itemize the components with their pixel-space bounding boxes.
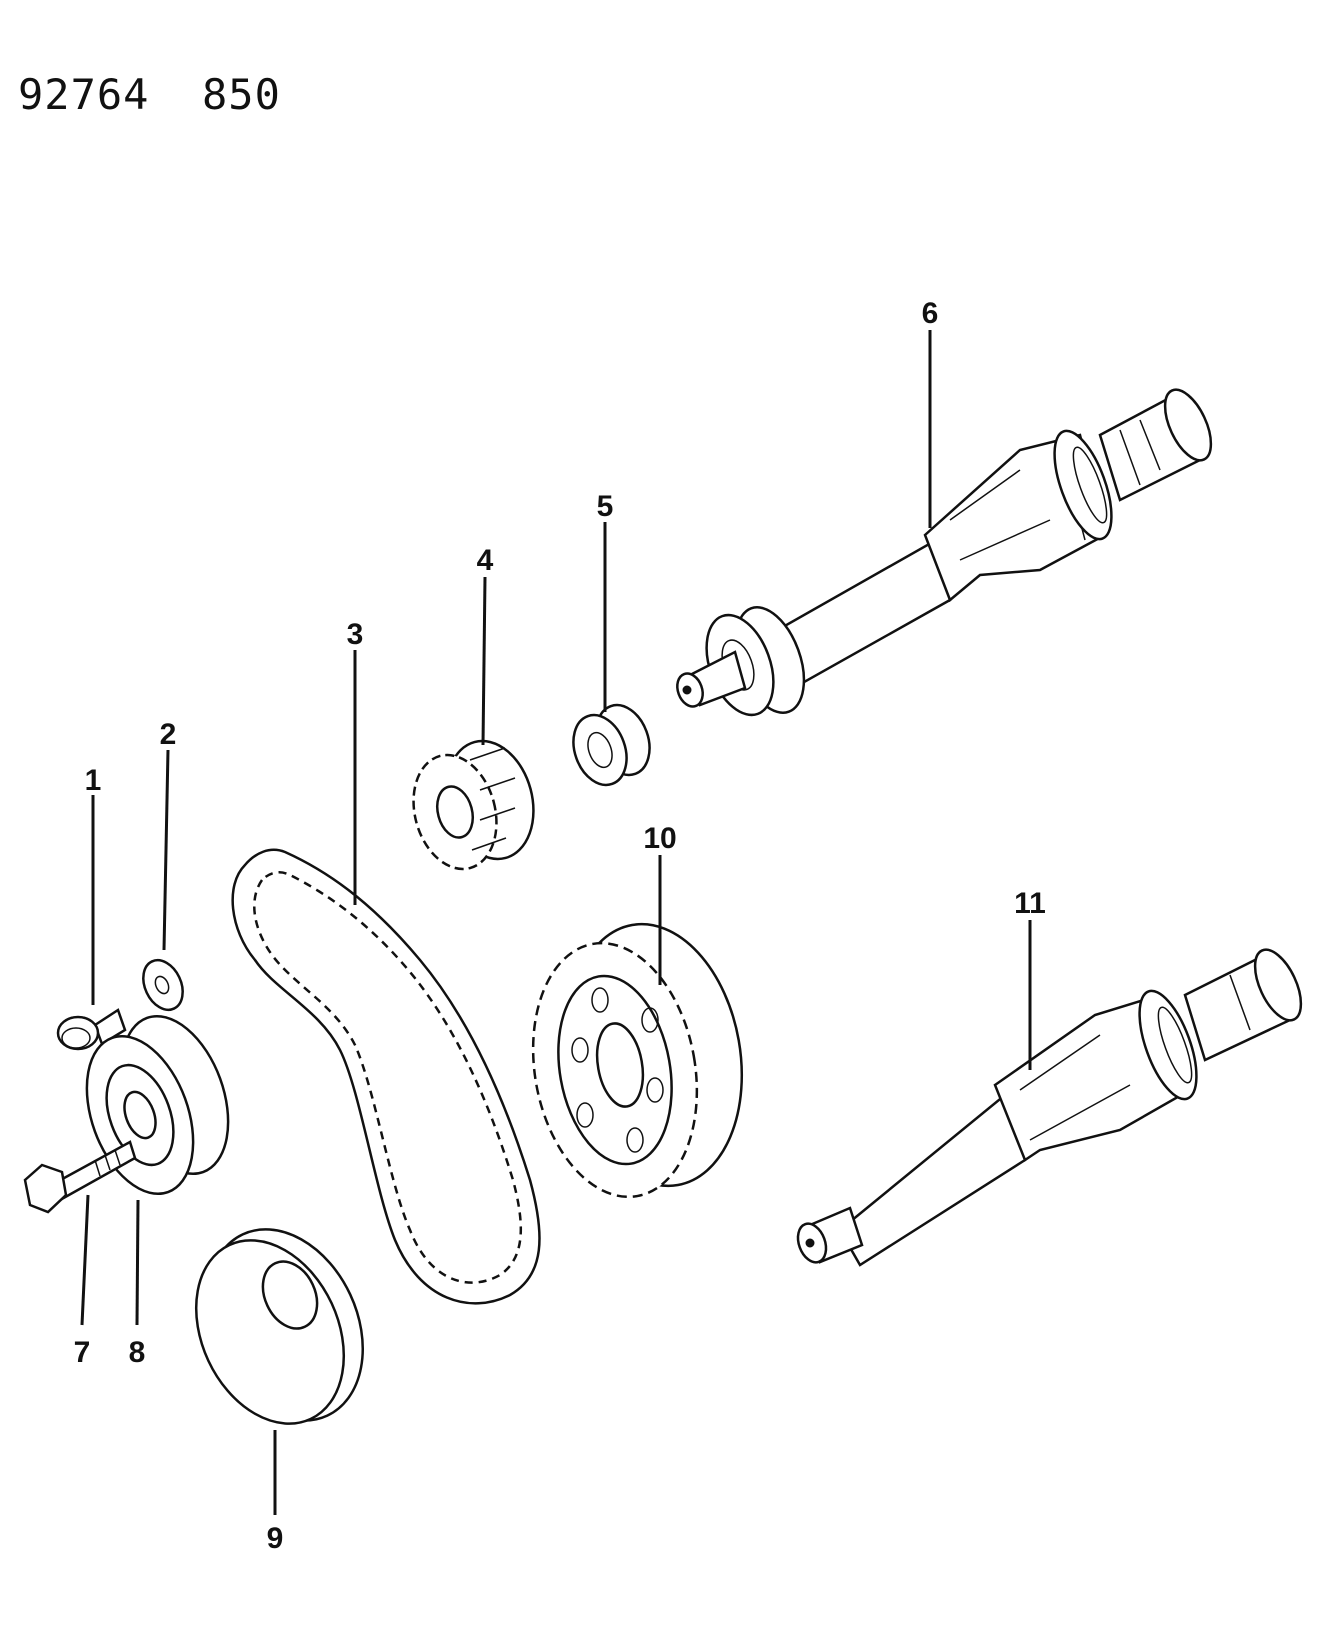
leader-lines bbox=[80, 330, 1032, 1515]
part-1-bolt[interactable] bbox=[56, 1008, 127, 1051]
callout-3: 3 bbox=[347, 618, 364, 651]
part-6-balance-shaft[interactable] bbox=[673, 383, 1220, 724]
part-2-washer[interactable] bbox=[136, 954, 191, 1016]
part-11-balance-shaft[interactable] bbox=[793, 943, 1310, 1267]
callout-9: 9 bbox=[267, 1522, 284, 1555]
callout-10: 10 bbox=[643, 822, 676, 855]
part-8-tensioner-pulley[interactable] bbox=[67, 1002, 248, 1209]
part-10-sprocket[interactable] bbox=[514, 910, 762, 1210]
callout-6: 6 bbox=[922, 297, 939, 330]
drawing-number: 92764 850 bbox=[18, 70, 281, 119]
part-4-sprocket[interactable] bbox=[401, 731, 546, 878]
callout-5: 5 bbox=[597, 490, 614, 523]
part-3-timing-belt[interactable] bbox=[231, 848, 541, 1305]
part-7-bolt[interactable] bbox=[23, 1140, 137, 1214]
callout-labels: 1 2 3 4 5 6 7 8 9 10 11 bbox=[74, 297, 1046, 1555]
part-5-spacer[interactable] bbox=[564, 698, 659, 793]
callout-11: 11 bbox=[1014, 887, 1046, 920]
part-9-plate[interactable] bbox=[168, 1204, 393, 1448]
callout-8: 8 bbox=[129, 1336, 146, 1369]
callout-2: 2 bbox=[160, 718, 177, 751]
callout-4: 4 bbox=[477, 544, 494, 577]
callout-1: 1 bbox=[85, 764, 102, 797]
callout-7: 7 bbox=[74, 1336, 91, 1369]
